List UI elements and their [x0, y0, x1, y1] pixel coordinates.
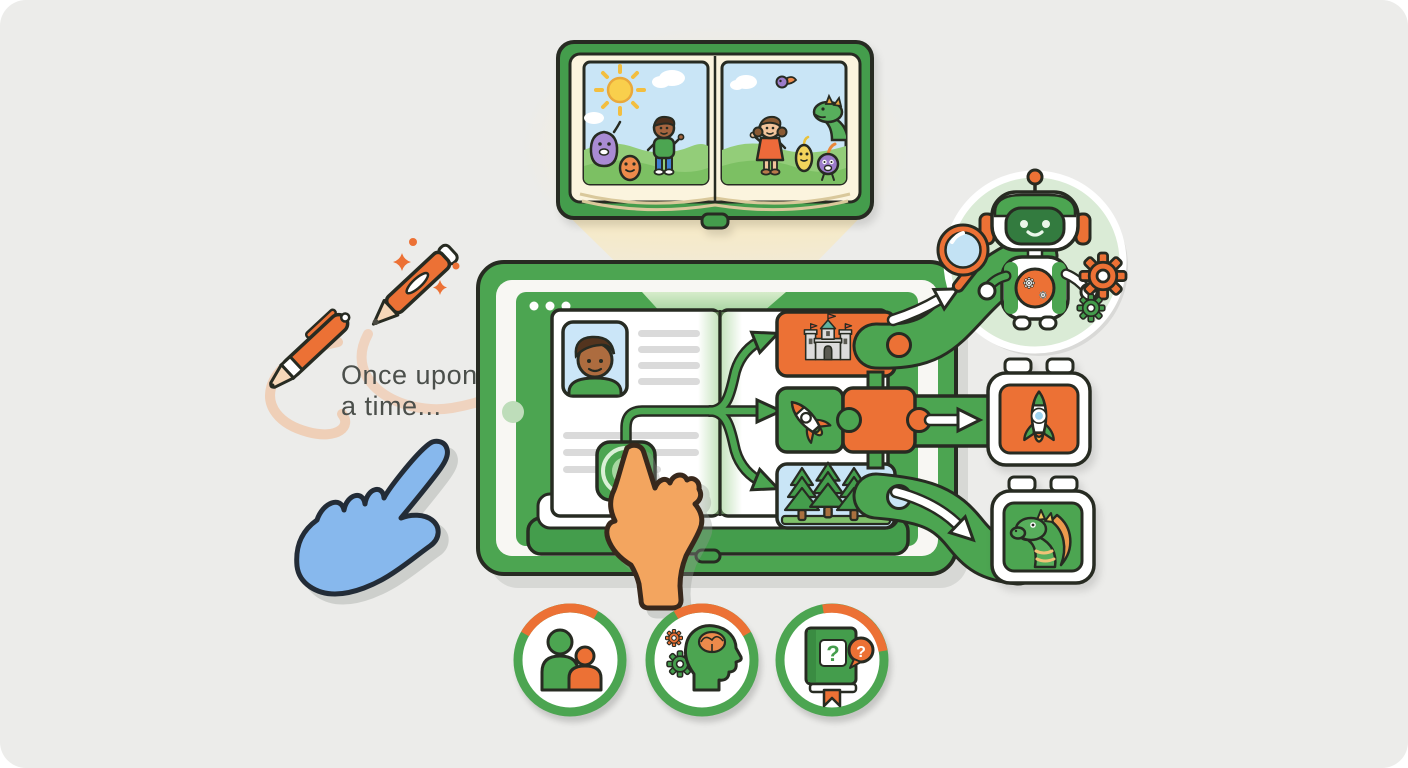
orange-gear-icon [1078, 251, 1128, 301]
green-gear-icon [1076, 293, 1106, 323]
castle-piece-tab [886, 332, 912, 358]
storybook-girl [749, 115, 788, 176]
dragon-tile[interactable] [990, 475, 1096, 585]
robot-chest-emblem [1014, 267, 1056, 309]
robot-hand-left [977, 281, 997, 301]
sparkles [393, 238, 460, 295]
pencil-icon [371, 243, 459, 326]
branch-lines [622, 338, 762, 484]
rocket-tile-icon [1023, 390, 1055, 443]
purple-monster [589, 120, 622, 168]
robot-face [1004, 206, 1066, 246]
pen-icon [269, 308, 351, 389]
svg-text:?: ? [826, 641, 839, 666]
mind-gears-icon [664, 624, 743, 692]
badge-question-book[interactable]: ? ? [772, 600, 892, 720]
avatar [567, 335, 623, 396]
hill-front [584, 160, 708, 184]
child-touch-hand [604, 442, 705, 611]
scene-right-page [720, 60, 848, 186]
yellow-creature [794, 135, 814, 173]
dragon-tile-icon [1009, 509, 1072, 569]
storybook [556, 40, 874, 230]
cloud-icon [584, 70, 685, 124]
svg-text:?: ? [856, 644, 866, 661]
badge-orange-arc [673, 603, 751, 637]
dragon [812, 93, 846, 142]
robot [936, 168, 1099, 331]
badge-mind-gears[interactable] [642, 600, 762, 720]
family-icon [540, 628, 603, 692]
badge-orange-arc [521, 603, 599, 637]
profile-card [561, 320, 700, 473]
camera-dot [502, 401, 524, 423]
badge-family[interactable] [510, 600, 630, 720]
flying-creature [775, 75, 798, 89]
branch-piece-rocket[interactable] [775, 386, 845, 454]
magnifying-glass-icon [936, 223, 990, 293]
sun-icon [594, 64, 646, 116]
question-book-icon: ? ? [804, 626, 875, 708]
handwriting-text: Once upon a time... [341, 360, 478, 422]
purple-ball-creature [816, 142, 840, 181]
handwriting-line-1: Once upon [341, 360, 478, 390]
blue-pointing-hand [294, 438, 450, 597]
rocket-piece-tab [836, 407, 862, 433]
castle-icon [803, 313, 853, 361]
orange-monster [618, 154, 642, 182]
rocket-tile[interactable] [986, 357, 1092, 467]
rocket-icon [790, 400, 832, 444]
storybook-boy [646, 115, 685, 176]
cloud-icon-r [730, 75, 757, 90]
ai-robot-assistant [936, 168, 1128, 331]
ribbon-to-rocket-tile [836, 386, 1004, 454]
output-tiles [986, 357, 1096, 585]
hill-front-r [722, 160, 846, 184]
screen-book-cover-tab [694, 548, 722, 564]
antenna-ball [1026, 168, 1044, 186]
scene-left-page [582, 60, 710, 186]
badge-orange-arc [822, 603, 888, 652]
robot-smile [1026, 230, 1044, 237]
handwriting-line-2: a time... [341, 391, 442, 421]
page-edge-line-2 [581, 199, 849, 212]
